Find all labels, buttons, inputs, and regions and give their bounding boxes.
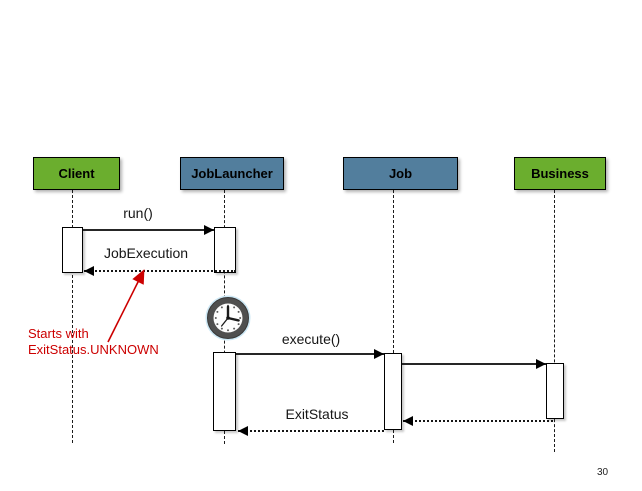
joblauncher-activation-2 bbox=[213, 352, 236, 431]
message-line-execute bbox=[236, 353, 384, 355]
message-arrowhead-exitstatus-return bbox=[238, 426, 248, 436]
message-arrowhead-execute bbox=[374, 349, 384, 359]
lifeline-job bbox=[393, 190, 394, 443]
message-arrowhead-job-to-business bbox=[536, 359, 546, 369]
job-activation bbox=[384, 353, 402, 430]
message-line-run bbox=[83, 229, 214, 231]
message-label-run: run() bbox=[121, 205, 155, 221]
actor-joblauncher: JobLauncher bbox=[180, 157, 284, 190]
message-label-jobexecution-return: JobExecution bbox=[101, 245, 191, 261]
actor-label-client: Client bbox=[58, 166, 95, 181]
message-arrowhead-jobexecution-return bbox=[84, 266, 94, 276]
annotation-line-1: Starts with bbox=[28, 326, 89, 341]
actor-label-joblauncher: JobLauncher bbox=[191, 166, 273, 181]
joblauncher-activation-1 bbox=[214, 227, 236, 273]
message-arrowhead-run bbox=[204, 225, 214, 235]
message-line-business-to-job-return bbox=[403, 420, 553, 422]
message-arrowhead-business-to-job-return bbox=[403, 416, 413, 426]
client-activation bbox=[62, 227, 83, 273]
lifeline-client bbox=[72, 190, 73, 443]
clock-icon bbox=[205, 295, 251, 341]
message-label-execute: execute() bbox=[279, 331, 343, 347]
actor-client: Client bbox=[33, 157, 120, 190]
message-line-jobexecution-return bbox=[84, 270, 236, 272]
annotation-line-2: ExitStatus.UNKNOWN bbox=[28, 342, 159, 357]
message-line-job-to-business bbox=[402, 363, 546, 365]
page-number: 30 bbox=[597, 467, 609, 478]
actor-label-business: Business bbox=[531, 166, 589, 181]
annotation-note: Starts with ExitStatus.UNKNOWN bbox=[28, 326, 159, 358]
actor-job: Job bbox=[343, 157, 458, 190]
message-label-exitstatus-return: ExitStatus bbox=[283, 406, 351, 422]
actor-label-job: Job bbox=[388, 166, 413, 181]
message-line-exitstatus-return bbox=[238, 430, 384, 432]
actor-business: Business bbox=[514, 157, 606, 190]
business-activation bbox=[546, 363, 564, 419]
lifeline-business bbox=[554, 190, 555, 452]
